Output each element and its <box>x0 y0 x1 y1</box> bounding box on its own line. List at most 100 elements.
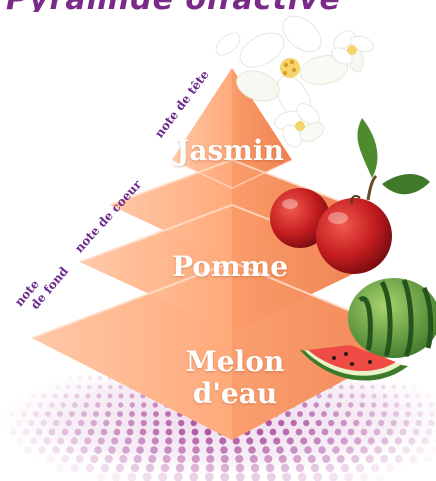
ground-dot <box>235 455 243 463</box>
ground-dot <box>313 473 322 481</box>
ground-dot <box>375 473 384 481</box>
ground-dot <box>329 473 338 481</box>
ground-dot <box>250 455 258 463</box>
tier-label-base-line1: Melon <box>160 346 310 378</box>
ground-dot <box>49 429 56 436</box>
ground-dot <box>62 429 69 436</box>
ground-dot <box>163 455 171 463</box>
ground-dot <box>322 429 329 436</box>
tier-label-base-line2: d'eau <box>160 378 310 410</box>
ground-dot <box>178 446 186 454</box>
ground-dot <box>337 402 342 407</box>
ground-dot <box>348 402 353 407</box>
ground-dot <box>76 385 81 390</box>
ground-dot <box>33 411 39 417</box>
ground-dot <box>327 437 334 444</box>
ground-dot <box>45 385 50 390</box>
ground-dot <box>16 420 22 426</box>
ground-dot <box>234 446 242 454</box>
ground-dot <box>96 473 105 481</box>
ground-dot <box>395 437 402 444</box>
ground-dot <box>416 446 424 454</box>
ground-dot <box>165 411 171 417</box>
ground-dot <box>138 437 145 444</box>
ground-dot <box>426 429 433 436</box>
ground-dot <box>409 455 417 463</box>
ground-dot <box>206 446 214 454</box>
ground-dot <box>378 420 384 426</box>
ground-dot <box>9 411 15 417</box>
ground-dot <box>402 385 407 390</box>
ground-dot <box>339 394 344 399</box>
ground-dot <box>308 455 316 463</box>
ground-dot <box>405 411 411 417</box>
ground-dot <box>400 429 407 436</box>
ground-dot <box>351 455 359 463</box>
ground-dot <box>276 446 284 454</box>
ground-dot <box>387 429 394 436</box>
ground-dot <box>417 402 422 407</box>
ground-dot <box>281 464 289 472</box>
ground-dot <box>205 429 212 436</box>
ground-dot <box>298 473 307 481</box>
ground-dot <box>21 411 27 417</box>
ground-dot <box>45 411 51 417</box>
ground-dot <box>383 402 388 407</box>
ground-dot <box>119 455 127 463</box>
ground-dot <box>314 437 321 444</box>
ground-dot <box>68 376 72 380</box>
ground-dot <box>192 429 199 436</box>
ground-dot <box>348 429 355 436</box>
ground-dot <box>381 411 387 417</box>
ground-dot <box>206 464 214 472</box>
ground-dot <box>28 420 34 426</box>
ground-dot <box>141 402 146 407</box>
ground-dot <box>251 464 259 472</box>
ground-dot <box>38 402 43 407</box>
ground-dot <box>117 411 123 417</box>
ground-dot <box>111 437 118 444</box>
ground-dot <box>353 420 359 426</box>
ground-dot <box>148 455 156 463</box>
ground-dot <box>388 446 396 454</box>
ground-dot <box>192 446 200 454</box>
ground-dot <box>374 446 382 454</box>
ground-dot <box>86 394 91 399</box>
ground-dot <box>108 394 113 399</box>
ground-dot <box>380 455 388 463</box>
ground-dot <box>221 455 229 463</box>
ground-dot <box>192 455 200 463</box>
ground-dot <box>296 464 304 472</box>
ground-dot <box>153 402 158 407</box>
ground-dot <box>107 402 112 407</box>
ground-dot <box>341 420 347 426</box>
ground-dot <box>221 464 229 472</box>
ground-dot <box>236 464 244 472</box>
ground-dot <box>57 411 63 417</box>
ground-dot <box>266 464 274 472</box>
ground-dot <box>326 464 334 472</box>
ground-dot <box>416 420 422 426</box>
ground-dot <box>417 411 423 417</box>
ground-dot <box>23 429 30 436</box>
ground-dot <box>98 437 105 444</box>
ground-dot <box>304 446 312 454</box>
ground-dot <box>394 402 399 407</box>
ground-dot <box>118 385 123 390</box>
ground-dot <box>129 411 135 417</box>
ground-dot <box>332 446 340 454</box>
ground-dot <box>61 455 69 463</box>
ground-dot <box>101 429 108 436</box>
ground-dot <box>97 385 102 390</box>
ground-dot <box>105 455 113 463</box>
ground-dot <box>402 446 410 454</box>
ground-dot <box>131 464 139 472</box>
ground-dot <box>56 464 64 472</box>
ground-dot <box>150 446 158 454</box>
ground-dot <box>81 473 90 481</box>
ground-dot <box>179 429 186 436</box>
ground-dot <box>24 446 32 454</box>
ground-dot <box>90 455 98 463</box>
ground-dot <box>270 429 277 436</box>
ground-dot <box>283 429 290 436</box>
